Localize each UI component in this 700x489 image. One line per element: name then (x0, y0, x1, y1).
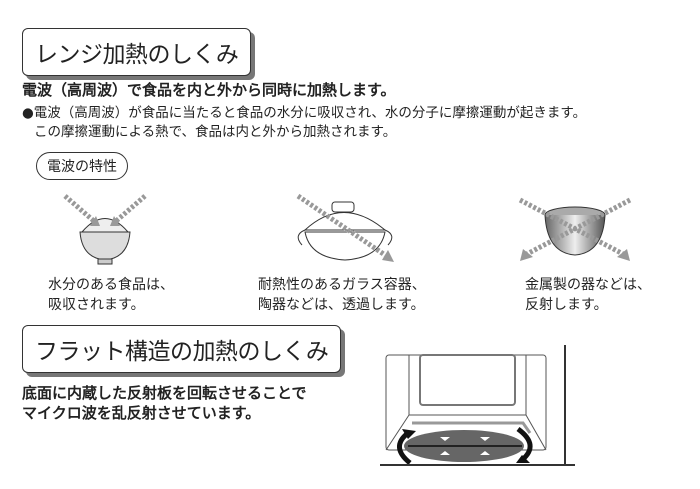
bullet-line-1: ●電波（高周波）が食品に当たると食品の水分に吸収され、水の分子に摩擦運動が起きま… (22, 105, 587, 121)
caption-absorb: 水分のある食品は、吸収されます。 (48, 277, 174, 313)
caption-transmit: 耐熱性のあるガラス容器、陶器などは、透過します。 (258, 277, 426, 313)
bullet-line-2: この摩擦運動による熱で、食品は内と外から加熱されます。 (34, 124, 397, 140)
microwave-cavity-illustration (380, 345, 575, 466)
metal-bowl-icon (518, 197, 632, 261)
section-title-flat-structure: フラット構造の加熱のしくみ (22, 325, 342, 373)
flat-line-1: 底面に内蔵した反射板を回転させることで (22, 384, 307, 402)
flat-line-2: マイクロ波を乱反射させています。 (22, 404, 261, 422)
bullet-icon: ● (22, 105, 34, 121)
caption-reflect: 金属製の器などは、反射します。 (525, 277, 651, 313)
section-title-microwave-heating: レンジ加熱のしくみ (22, 28, 252, 76)
properties-label: 電波の特性 (36, 152, 128, 180)
lead-text: 電波（高周波）で食品を内と外から同時に加熱します。 (22, 81, 396, 99)
rice-bowl-icon (63, 194, 147, 265)
earthenware-pot-icon (296, 193, 394, 262)
